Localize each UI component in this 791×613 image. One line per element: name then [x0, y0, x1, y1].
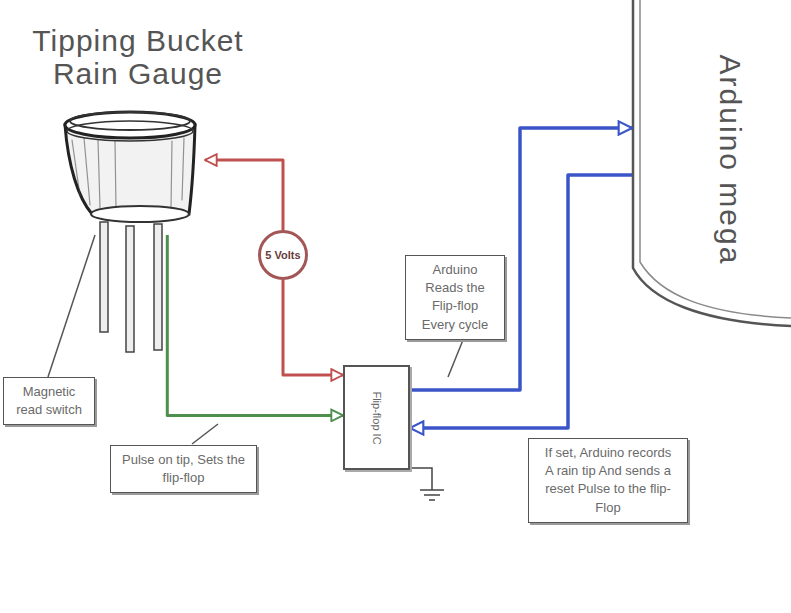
- pulse-wire: [167, 235, 343, 415]
- board-outline: [640, 0, 791, 318]
- voltage-circle: 5 Volts: [258, 230, 308, 280]
- gauge-rim: [67, 121, 193, 141]
- voltage-label: 5 Volts: [265, 249, 300, 261]
- arduino-board: Arduino mega: [632, 0, 791, 290]
- gauge-title: Tipping Bucket Rain Gauge: [8, 24, 268, 90]
- gauge-rim: [65, 112, 195, 138]
- chip-label: Flip-flop IC: [371, 391, 383, 444]
- rain-gauge: Tipping Bucket Rain Gauge: [60, 112, 205, 235]
- callout-box: If set, Arduino records A rain tip And s…: [528, 438, 688, 523]
- callout-box: Magnetic read switch: [3, 377, 95, 425]
- power-wire: [283, 280, 343, 375]
- gauge-pin: [126, 226, 134, 352]
- gauge-base: [91, 206, 189, 222]
- callout-box: Arduino Reads the Flip-flop Every cycle: [405, 255, 505, 340]
- callout-text: Arduino Reads the Flip-flop Every cycle: [416, 261, 494, 334]
- reset-wire: [410, 175, 632, 428]
- callout-text: Magnetic read switch: [14, 383, 84, 419]
- power-wire: [205, 160, 283, 230]
- board-outline: [633, 0, 791, 326]
- gauge-pin: [100, 222, 108, 332]
- rain-gauge-drawing: [65, 112, 195, 352]
- ground-symbol: [410, 468, 444, 500]
- flip-flop-box: Flip-flop IC: [343, 365, 410, 470]
- leader-line: [448, 340, 463, 377]
- gauge-shading: [72, 138, 184, 210]
- board-label: Arduino mega: [713, 55, 747, 266]
- callout-box: Pulse on tip, Sets the flip-flop: [110, 445, 257, 493]
- leader-line: [192, 424, 218, 444]
- callout-text: If set, Arduino records A rain tip And s…: [539, 444, 677, 517]
- callout-text: Pulse on tip, Sets the flip-flop: [121, 451, 246, 487]
- leader-line: [48, 235, 95, 377]
- gauge-pin: [154, 224, 162, 350]
